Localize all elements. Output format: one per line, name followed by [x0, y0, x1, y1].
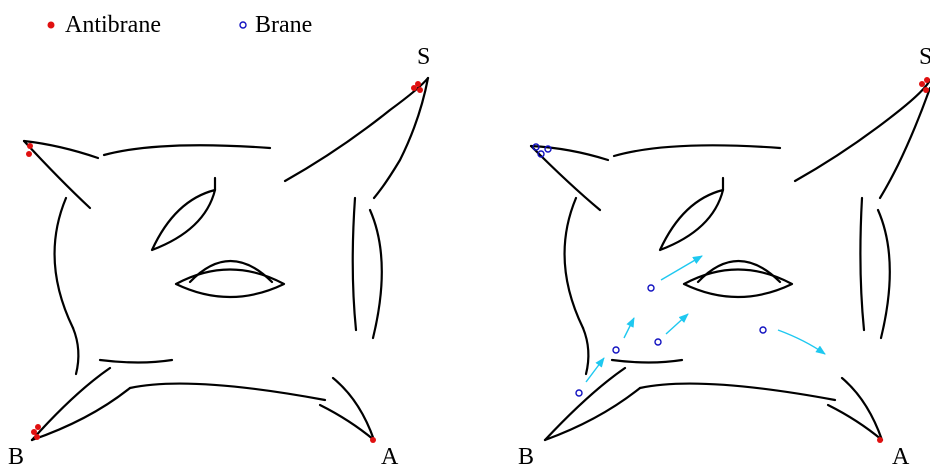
right-branes — [532, 143, 767, 397]
right-upper-hole — [658, 188, 725, 252]
motion-arrow — [665, 313, 689, 335]
antibrane-marker — [877, 437, 883, 443]
legend: Antibrane Brane — [47, 12, 312, 38]
right-spike-bbot-upper — [543, 366, 627, 442]
brane-marker — [544, 145, 552, 153]
brane-marker — [532, 143, 540, 151]
right-surface — [529, 78, 930, 442]
brane-legend-marker — [239, 21, 247, 29]
left-outer-mid-arc — [98, 358, 174, 364]
antibrane-marker — [26, 151, 32, 157]
right-lower-hole — [682, 268, 794, 298]
motion-arrow — [585, 357, 605, 383]
antibrane-marker — [411, 85, 417, 91]
motion-arrow — [660, 255, 703, 281]
right-lower-hole-top — [696, 260, 782, 284]
left-outer-top-arc — [102, 144, 272, 157]
antibrane-marker — [415, 81, 421, 87]
antibrane-marker — [417, 87, 423, 93]
left-antibranes — [26, 81, 423, 443]
right-outer-right-arc — [859, 196, 866, 332]
brane-legend-label: Brane — [255, 12, 312, 38]
right-spike-a-lower — [826, 403, 884, 442]
right-spike-btop-upper — [529, 144, 610, 162]
right-outer-left-lower-arc — [581, 326, 590, 376]
antibrane-legend-label: Antibrane — [65, 12, 161, 38]
right-motion-arrows — [585, 255, 826, 383]
right-antibranes — [877, 77, 930, 443]
left-surface — [22, 76, 430, 442]
brane-marker — [612, 346, 620, 354]
left-lower-hole — [174, 268, 286, 298]
right-outer-bottom-arc — [638, 382, 837, 402]
left-spike-btop-lower — [22, 139, 92, 210]
right-spike-a-upper — [840, 376, 884, 442]
left-outer-left-lower-arc — [71, 326, 80, 376]
left-spike-s-upper — [283, 76, 430, 183]
right-outer-mid-arc — [610, 358, 684, 364]
left-outer-right-lower-arc — [368, 208, 383, 340]
right-outer-top-arc — [612, 144, 782, 158]
right-spike-s-upper — [793, 78, 930, 183]
left-spike-a-upper — [331, 376, 376, 442]
antibrane-marker — [924, 77, 930, 83]
motion-arrow — [623, 317, 635, 339]
brane-marker — [647, 284, 655, 292]
right-label-b: B — [518, 444, 534, 470]
brane-marker — [575, 389, 583, 397]
right-spike-s-lower — [878, 86, 930, 200]
antibrane-marker — [370, 437, 376, 443]
left-spike-bbot-lower — [30, 386, 132, 442]
left-outer-left-arc — [53, 196, 75, 330]
antibrane-marker — [34, 434, 40, 440]
brane-marker — [759, 326, 767, 334]
left-label-b: B — [8, 444, 24, 470]
left-spike-s-lower — [372, 76, 430, 200]
antibrane-marker — [31, 429, 37, 435]
left-label-a: A — [381, 444, 399, 470]
right-label-s: S — [919, 44, 930, 70]
antibrane-marker — [919, 81, 925, 87]
antibrane-marker — [27, 143, 33, 149]
antibrane-marker — [923, 87, 929, 93]
right-label-a: A — [892, 444, 910, 470]
brane-marker — [654, 338, 662, 346]
left-spike-btop-upper — [22, 139, 100, 160]
right-spike-bbot-lower — [543, 386, 642, 442]
right-outer-left-arc — [563, 196, 585, 330]
antibrane-marker — [35, 424, 41, 430]
left-label-s: S — [417, 44, 430, 70]
motion-arrow — [777, 329, 826, 355]
left-lower-hole-top — [188, 260, 274, 284]
left-outer-bottom-arc — [128, 382, 327, 402]
left-outer-right-arc — [351, 196, 358, 332]
antibrane-legend-marker — [47, 21, 55, 29]
left-spike-a-lower — [318, 403, 376, 442]
left-spike-bbot-upper — [30, 366, 112, 442]
brane-marker — [537, 150, 545, 158]
left-upper-hole — [150, 188, 217, 252]
right-outer-right-lower-arc — [876, 208, 891, 340]
